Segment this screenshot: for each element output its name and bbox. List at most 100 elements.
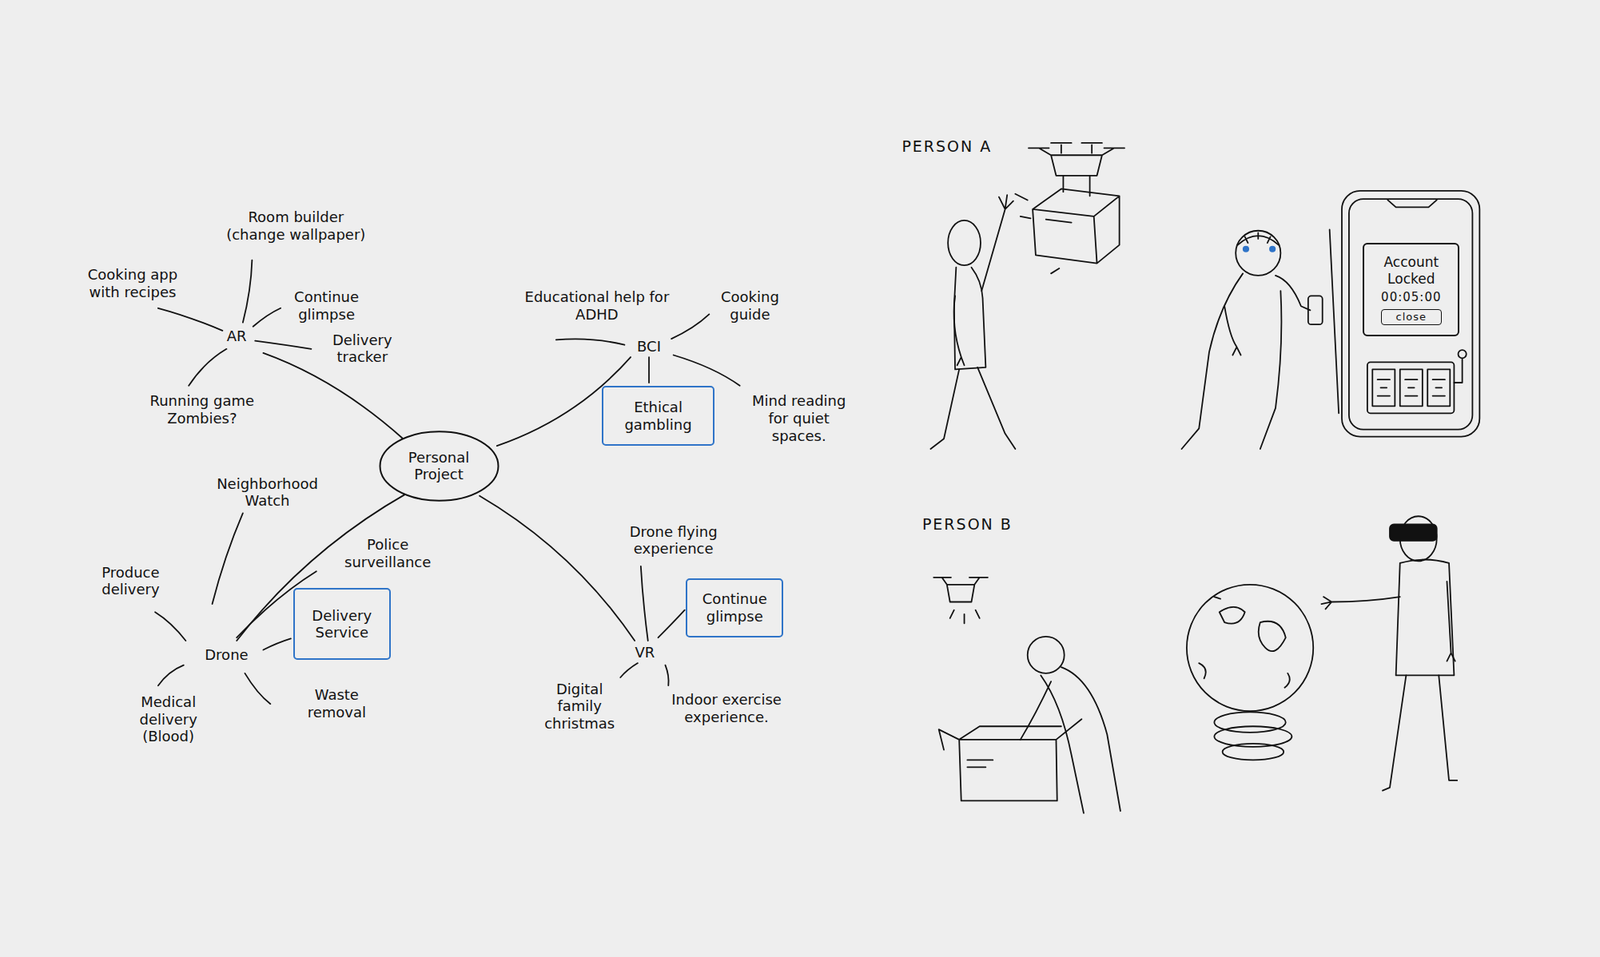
lock-dialog: Account Locked 00:05:00 close — [1362, 242, 1460, 337]
leaf-line — [620, 663, 638, 678]
branch-line — [497, 357, 631, 446]
drone-beams — [950, 610, 980, 625]
leaf-line — [664, 665, 669, 687]
vr-headset — [1389, 524, 1437, 541]
highlight-box: Delivery Service — [293, 588, 391, 661]
node-text: Ethical gambling — [609, 398, 707, 434]
head — [1235, 230, 1281, 276]
leaf-line — [188, 349, 227, 387]
idea-label: Drone — [198, 646, 255, 665]
idea-label: Medical delivery (Blood) — [130, 693, 207, 746]
open-box — [939, 719, 1083, 801]
idea-label: Drone flying experience — [621, 523, 726, 558]
drone — [933, 577, 988, 603]
slot-machine — [1367, 362, 1455, 414]
arm — [1321, 597, 1400, 609]
drone-with-box — [1014, 143, 1125, 274]
torso — [954, 267, 987, 371]
idea-label: Police surveillance — [338, 537, 438, 572]
highlight-box: Ethical gambling — [601, 386, 715, 446]
drone — [1028, 143, 1125, 176]
leaf-line — [658, 610, 685, 638]
close-button: close — [1381, 309, 1442, 326]
leaf-line — [556, 338, 625, 345]
leaf-line — [158, 665, 184, 687]
node-text: close — [1396, 310, 1427, 324]
leaf-line — [671, 314, 709, 339]
phone-inner — [1349, 199, 1473, 430]
idea-label: Delivery tracker — [322, 331, 402, 367]
idea-label: BCI — [628, 338, 669, 356]
slot-lever — [1453, 359, 1462, 383]
idea-label: Produce delivery — [90, 564, 171, 599]
node-text: Delivery Service — [301, 607, 383, 642]
body — [1396, 560, 1455, 677]
arm — [954, 295, 965, 366]
idea-label: Waste removal — [300, 686, 373, 721]
idea-label: AR — [220, 328, 253, 347]
person-b-vr-globe — [1186, 516, 1457, 791]
leaf-line — [212, 513, 243, 605]
central-ellipse: Personal Project — [378, 430, 500, 502]
node-text: 00:05:00 — [1381, 290, 1441, 305]
idea-label: Mind reading for quiet spaces. — [744, 392, 853, 445]
highlight-box: Continue glimpse — [685, 578, 784, 638]
leaf-line — [254, 341, 311, 350]
branch-line — [479, 496, 635, 641]
node-content: Continue glimpse — [693, 590, 776, 625]
slot-lever-knob — [1458, 350, 1467, 359]
branch-line — [262, 353, 403, 439]
head — [947, 220, 981, 266]
continents — [1198, 597, 1290, 689]
person-a-stressed — [1182, 229, 1340, 450]
legs — [1382, 675, 1457, 791]
person-heading: PERSON B — [922, 515, 1013, 534]
node-content: close — [1396, 310, 1427, 324]
idea-label: Room builder (change wallpaper) — [222, 209, 371, 244]
sweat-drop — [1269, 246, 1275, 252]
node-content: Account Locked 00:05:00 close — [1370, 254, 1452, 325]
motion-marks — [1014, 194, 1059, 275]
hand — [1224, 306, 1241, 355]
node-content: Ethical gambling — [609, 398, 707, 434]
idea-label: Continue glimpse — [286, 288, 367, 323]
strings — [1062, 175, 1090, 197]
leaf-line — [648, 357, 650, 383]
idea-label: Educational help for ADHD — [522, 288, 671, 323]
head — [1027, 636, 1065, 674]
person-heading: PERSON A — [901, 136, 992, 156]
notch — [1387, 199, 1437, 207]
person-a-waving — [930, 195, 1015, 450]
small-phone — [1308, 295, 1323, 325]
ellipse-shape — [379, 431, 498, 501]
idea-label: Indoor exercise experience. — [662, 692, 791, 727]
leaf-line — [158, 308, 223, 331]
sweat-drop — [1243, 246, 1249, 252]
leaf-line — [262, 638, 291, 650]
phone-body — [1341, 191, 1480, 438]
box — [1032, 188, 1120, 263]
arm — [981, 195, 1014, 291]
globe-stand — [1222, 744, 1285, 761]
idea-label: Cooking app with recipes — [78, 266, 187, 301]
person-b-unboxing — [933, 577, 1121, 814]
perspective-line — [1329, 229, 1339, 414]
leaf-line — [673, 355, 741, 387]
idea-label: Digital family christmas — [537, 680, 622, 733]
arm — [1446, 581, 1455, 662]
node-content: Personal Project — [398, 449, 479, 484]
node-content: Delivery Service — [301, 607, 383, 642]
idea-label: Neighborhood Watch — [209, 475, 326, 510]
phone-screen — [1341, 191, 1480, 438]
node-text: Account Locked — [1370, 254, 1452, 287]
idea-label: Cooking guide — [713, 288, 786, 323]
leaf-line — [244, 673, 271, 705]
leaf-line — [253, 308, 281, 327]
leaf-line — [242, 260, 252, 323]
node-text: Continue glimpse — [693, 590, 776, 625]
idea-label: Running game Zombies? — [142, 393, 263, 428]
body — [1182, 273, 1311, 450]
globe — [1186, 585, 1314, 712]
hat — [1237, 232, 1279, 245]
